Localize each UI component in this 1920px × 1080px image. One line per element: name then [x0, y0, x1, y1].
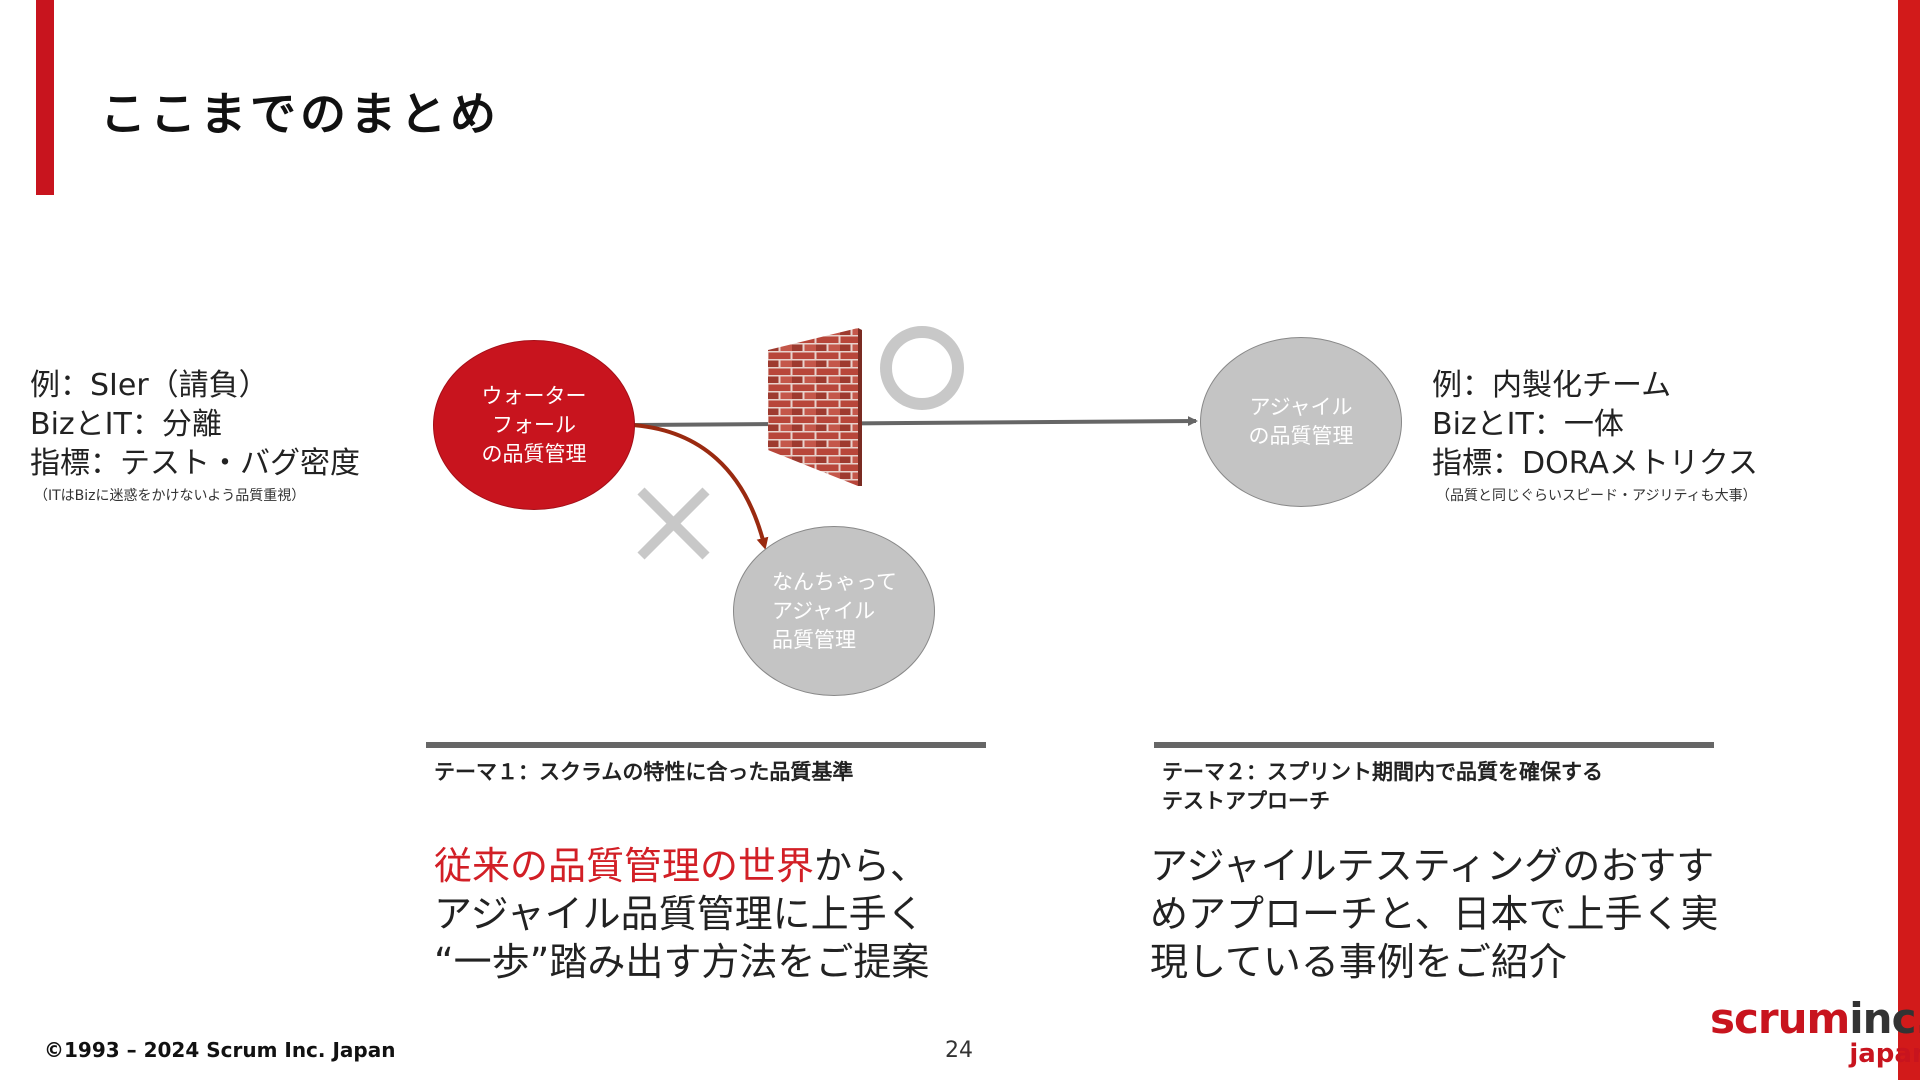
arrow-to-pseudo-agile — [631, 423, 769, 550]
left-panel: 例：SIer（請負） BizとIT：分離 指標：テスト・バグ密度 （ITはBiz… — [30, 366, 360, 505]
logo-main-dark: inc. — [1849, 994, 1920, 1043]
theme1-body-rest-3: “一歩”踏み出す方法をご提案 — [434, 940, 930, 984]
scrum-inc-logo: scruminc. japan — [1710, 998, 1920, 1069]
left-example: 例：SIer（請負） — [30, 368, 269, 403]
right-panel: 例：内製化チーム BizとIT：一体 指標：DORAメトリクス （品質と同じぐら… — [1432, 366, 1758, 505]
theme1-title: テーマ１：スクラムの特性に合った品質基準 — [434, 760, 854, 784]
theme1-body-rest-2: アジャイル品質管理に上手く — [434, 892, 925, 936]
left-note: （ITはBizに迷惑をかけないよう品質重視） — [34, 488, 306, 504]
left-accent-bar — [36, 0, 54, 195]
right-biz-it: BizとIT：一体 — [1432, 407, 1624, 442]
right-note: （品質と同じぐらいスピード・アジリティも大事） — [1436, 488, 1757, 504]
theme1-body-highlight: 従来の品質管理の世界 — [434, 844, 815, 888]
left-biz-it: BizとIT：分離 — [30, 407, 222, 442]
logo-main-red: scrum — [1710, 994, 1850, 1043]
pseudo-agile-circle: なんちゃって アジャイル 品質管理 — [733, 526, 935, 696]
theme1-body: 従来の品質管理の世界から、 アジャイル品質管理に上手く “一歩”踏み出す方法をご… — [434, 842, 994, 986]
theme2-divider — [1154, 742, 1714, 748]
arrow-to-agile — [631, 416, 1198, 427]
page-number: 24 — [945, 1038, 973, 1063]
pseudo-agile-label: なんちゃって アジャイル 品質管理 — [772, 569, 897, 652]
left-metric: 指標：テスト・バグ密度 — [30, 446, 360, 481]
right-example: 例：内製化チーム — [1432, 368, 1672, 403]
theme1-body-rest-1: から、 — [814, 844, 929, 888]
logo-sub: japan — [1849, 1039, 1920, 1069]
slide-title: ここまでのまとめ — [100, 87, 500, 141]
circle-ok-icon — [880, 326, 964, 410]
brick-wall-icon — [768, 328, 862, 486]
theme1-divider — [426, 742, 986, 748]
copyright: ©1993 – 2024 Scrum Inc. Japan — [44, 1038, 396, 1062]
right-accent-bar — [1898, 0, 1920, 1080]
agile-label: アジャイル の品質管理 — [1248, 395, 1354, 448]
theme2-body: アジャイルテスティングのおすすめアプローチと、日本で上手く実現している事例をご紹… — [1150, 844, 1719, 984]
waterfall-label: ウォーター フォール の品質管理 — [481, 383, 587, 466]
agile-quality-circle: アジャイル の品質管理 — [1200, 337, 1402, 507]
right-metric: 指標：DORAメトリクス — [1432, 446, 1758, 481]
cross-ng-icon — [637, 487, 710, 560]
theme2-title: テーマ２：スプリント期間内で品質を確保する テストアプローチ — [1162, 760, 1603, 813]
waterfall-quality-circle: ウォーター フォール の品質管理 — [433, 340, 635, 510]
